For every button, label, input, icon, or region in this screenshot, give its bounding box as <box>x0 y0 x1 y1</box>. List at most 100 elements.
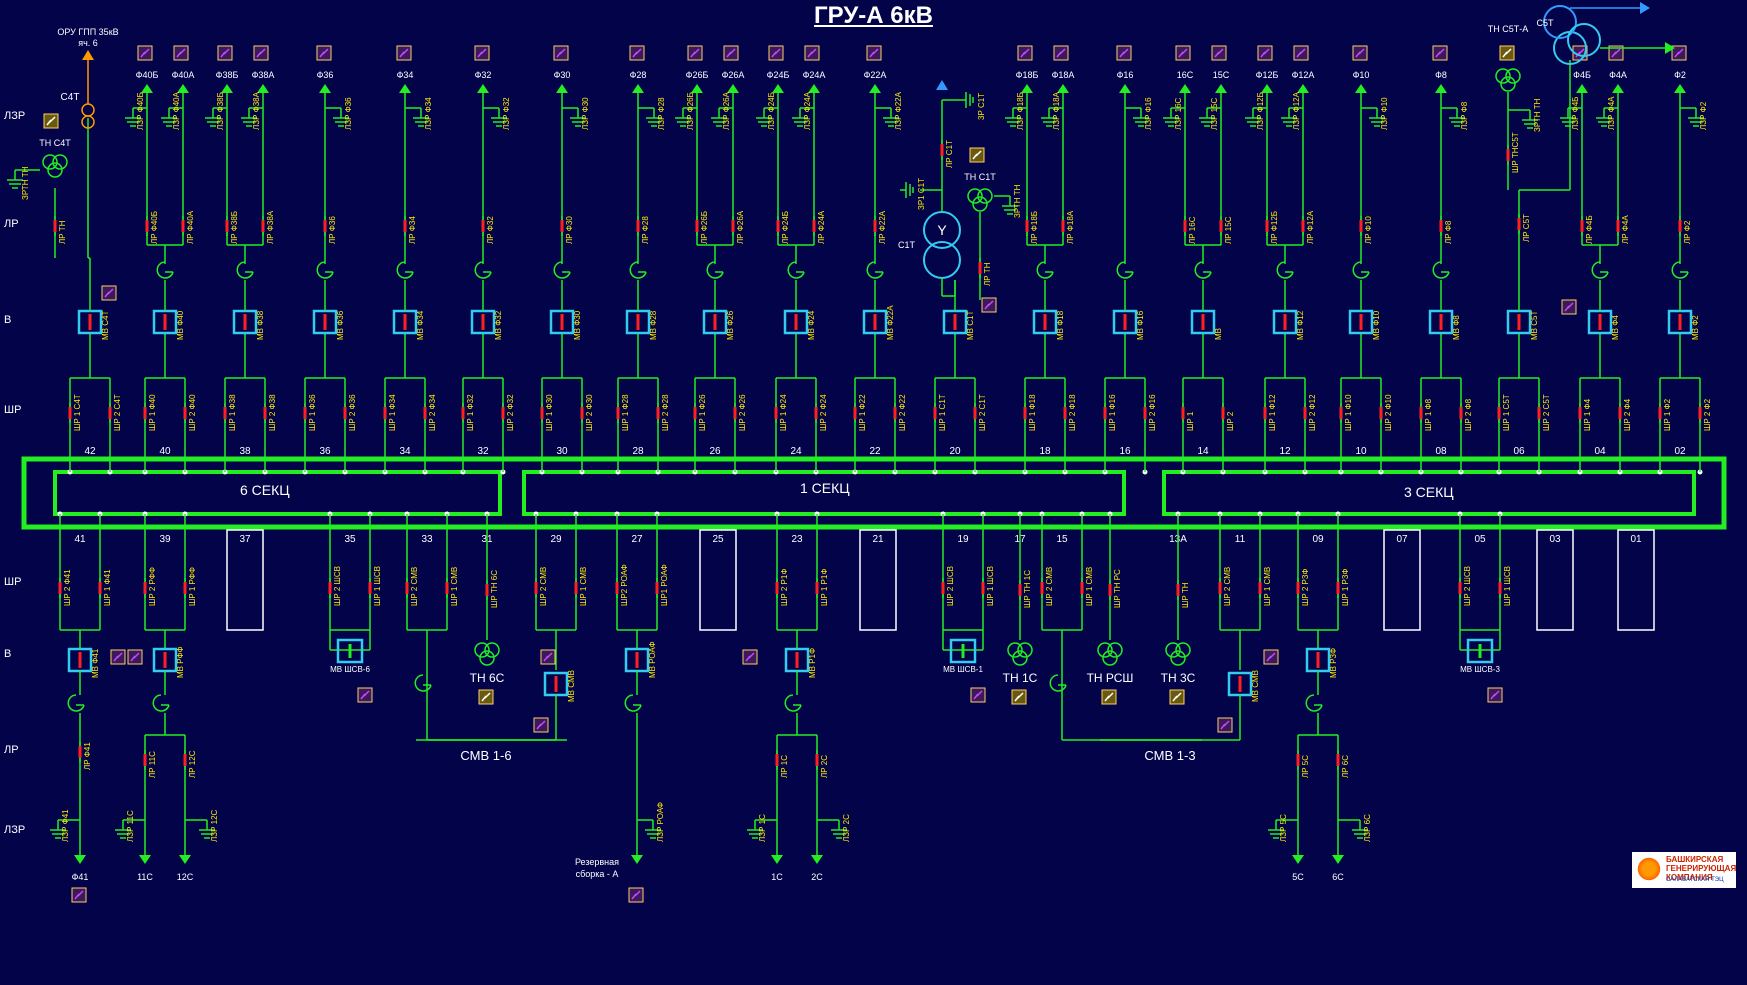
bus-disconnector[interactable] <box>1063 407 1067 419</box>
bus-disconnector[interactable] <box>183 582 187 594</box>
bus-disconnector[interactable] <box>540 407 544 419</box>
line-disconnector[interactable] <box>143 754 147 766</box>
line-disconnector[interactable] <box>403 220 407 232</box>
bus-disconnector[interactable] <box>580 407 584 419</box>
bus-disconnector[interactable] <box>574 582 578 594</box>
bus-disconnector[interactable] <box>693 407 697 419</box>
line-disconnector[interactable] <box>695 220 699 232</box>
bus-disconnector[interactable] <box>1023 407 1027 419</box>
bus-disconnector[interactable] <box>1497 407 1501 419</box>
bus-disconnector[interactable] <box>1181 407 1185 419</box>
bus-disconnector[interactable] <box>853 407 857 419</box>
line-disconnector[interactable] <box>1219 220 1223 232</box>
line-disconnector[interactable] <box>1517 218 1521 230</box>
bus-disconnector[interactable] <box>1263 407 1267 419</box>
line-disconnector[interactable] <box>181 220 185 232</box>
bus-disconnector[interactable] <box>615 582 619 594</box>
line-disconnector[interactable] <box>1265 220 1269 232</box>
line-disconnector[interactable] <box>1183 220 1187 232</box>
bus-disconnector[interactable] <box>263 407 267 419</box>
bus-disconnector[interactable] <box>1578 407 1582 419</box>
bus-disconnector[interactable] <box>108 407 112 419</box>
bus-disconnector[interactable] <box>774 407 778 419</box>
bus-disconnector[interactable] <box>733 407 737 419</box>
bus-disconnector[interactable] <box>68 407 72 419</box>
line-disconnector[interactable] <box>775 754 779 766</box>
line-disconnector[interactable] <box>323 220 327 232</box>
bus-disconnector[interactable] <box>58 582 62 594</box>
bus-disconnector[interactable] <box>616 407 620 419</box>
bus-disconnector[interactable] <box>814 407 818 419</box>
bus-disconnector[interactable] <box>223 407 227 419</box>
bus-disconnector[interactable] <box>405 582 409 594</box>
line-disconnector[interactable] <box>1359 220 1363 232</box>
bus-disconnector[interactable] <box>445 582 449 594</box>
line-disconnector[interactable] <box>1506 149 1510 161</box>
bus-disconnector[interactable] <box>534 582 538 594</box>
line-disconnector[interactable] <box>731 220 735 232</box>
bus-disconnector[interactable] <box>328 582 332 594</box>
bus-disconnector[interactable] <box>143 407 147 419</box>
bus-disconnector[interactable] <box>1618 407 1622 419</box>
sectional-breaker[interactable] <box>336 638 364 664</box>
bus-disconnector[interactable] <box>143 582 147 594</box>
line-disconnector[interactable] <box>873 220 877 232</box>
bus-disconnector[interactable] <box>1176 584 1180 596</box>
bus-disconnector[interactable] <box>1296 582 1300 594</box>
line-disconnector[interactable] <box>1336 754 1340 766</box>
bus-disconnector[interactable] <box>303 407 307 419</box>
line-disconnector[interactable] <box>1439 220 1443 232</box>
line-disconnector[interactable] <box>1296 754 1300 766</box>
line-disconnector[interactable] <box>776 220 780 232</box>
line-disconnector[interactable] <box>78 746 82 758</box>
bus-disconnector[interactable] <box>423 407 427 419</box>
bus-disconnector[interactable] <box>656 407 660 419</box>
line-disconnector[interactable] <box>261 220 265 232</box>
bus-disconnector[interactable] <box>1339 407 1343 419</box>
bus-disconnector[interactable] <box>1080 582 1084 594</box>
bus-disconnector[interactable] <box>1103 407 1107 419</box>
bus-disconnector[interactable] <box>461 407 465 419</box>
bus-disconnector[interactable] <box>1221 407 1225 419</box>
bus-disconnector[interactable] <box>933 407 937 419</box>
line-disconnector[interactable] <box>1061 220 1065 232</box>
line-disconnector[interactable] <box>145 220 149 232</box>
line-disconnector[interactable] <box>481 220 485 232</box>
line-disconnector[interactable] <box>978 262 982 274</box>
line-disconnector[interactable] <box>940 144 944 156</box>
bus-disconnector[interactable] <box>501 407 505 419</box>
line-disconnector[interactable] <box>636 220 640 232</box>
bus-disconnector[interactable] <box>1698 407 1702 419</box>
bus-disconnector[interactable] <box>98 582 102 594</box>
bus-disconnector[interactable] <box>775 582 779 594</box>
bus-disconnector[interactable] <box>1143 407 1147 419</box>
bus-disconnector[interactable] <box>1459 407 1463 419</box>
bus-disconnector[interactable] <box>1379 407 1383 419</box>
line-disconnector[interactable] <box>183 754 187 766</box>
sectional-breaker[interactable] <box>949 638 977 664</box>
bus-disconnector[interactable] <box>183 407 187 419</box>
line-disconnector[interactable] <box>1301 220 1305 232</box>
bus-disconnector[interactable] <box>981 582 985 594</box>
bus-disconnector[interactable] <box>368 582 372 594</box>
line-disconnector[interactable] <box>225 220 229 232</box>
bus-disconnector[interactable] <box>1258 582 1262 594</box>
bus-disconnector[interactable] <box>973 407 977 419</box>
line-disconnector[interactable] <box>560 220 564 232</box>
bus-disconnector[interactable] <box>1336 582 1340 594</box>
bus-disconnector[interactable] <box>1303 407 1307 419</box>
bus-disconnector[interactable] <box>1658 407 1662 419</box>
line-disconnector[interactable] <box>1678 220 1682 232</box>
bus-disconnector[interactable] <box>893 407 897 419</box>
bus-disconnector[interactable] <box>383 407 387 419</box>
bus-disconnector[interactable] <box>1108 584 1112 596</box>
bus-disconnector[interactable] <box>1537 407 1541 419</box>
line-disconnector[interactable] <box>812 220 816 232</box>
line-disconnector[interactable] <box>1025 220 1029 232</box>
sectional-breaker[interactable] <box>1466 638 1494 664</box>
bus-disconnector[interactable] <box>343 407 347 419</box>
bus-disconnector[interactable] <box>1040 582 1044 594</box>
line-disconnector[interactable] <box>815 754 819 766</box>
bus-disconnector[interactable] <box>655 582 659 594</box>
bus-disconnector[interactable] <box>941 582 945 594</box>
